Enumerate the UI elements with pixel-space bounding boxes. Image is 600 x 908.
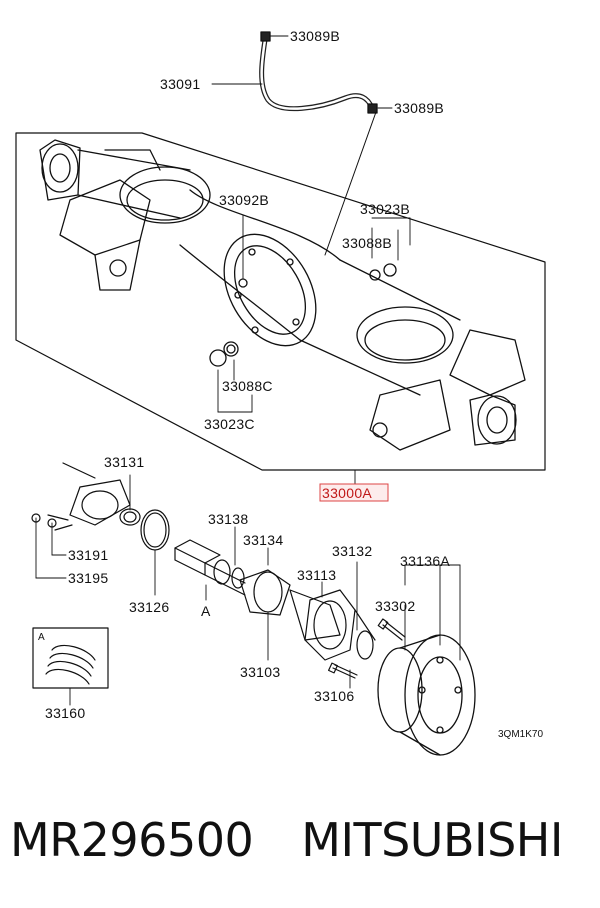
product-footer: MR296500 MITSUBISHI bbox=[0, 800, 600, 880]
part-labels: 33089B 33091 33089B 33092B 33023B 33088B… bbox=[38, 28, 543, 740]
bolts bbox=[327, 618, 406, 689]
brand-name: MITSUBISHI bbox=[301, 813, 563, 867]
label-breather-right[interactable]: 33089B bbox=[394, 100, 444, 116]
hub-flange bbox=[377, 564, 476, 756]
label-breather-top[interactable]: 33089B bbox=[290, 28, 340, 44]
label-hub-bolt[interactable]: 33106 bbox=[314, 688, 354, 704]
label-gasket-lower[interactable]: 33088C bbox=[222, 378, 273, 394]
label-bearing[interactable]: 33103 bbox=[240, 664, 280, 680]
label-plug-set-lower[interactable]: 33023C bbox=[204, 416, 255, 432]
label-vent-plug[interactable]: 33092B bbox=[219, 192, 269, 208]
breather-hose bbox=[259, 31, 378, 256]
detail-a-marker: A bbox=[201, 603, 211, 619]
label-collar[interactable]: 33134 bbox=[243, 532, 283, 548]
label-washer[interactable]: 33195 bbox=[68, 570, 108, 586]
label-o-ring[interactable]: 33126 bbox=[129, 599, 169, 615]
seal-flange bbox=[304, 561, 376, 661]
label-bolt[interactable]: 33302 bbox=[375, 598, 415, 614]
label-housing-assembly[interactable]: 33000A bbox=[322, 485, 372, 501]
diagram-code: 3QM1K70 bbox=[498, 729, 543, 740]
axle-housing bbox=[39, 139, 526, 451]
diagram-canvas: 33089B 33091 33089B 33092B 33023B 33088B… bbox=[15, 28, 546, 756]
label-nut[interactable]: 33191 bbox=[68, 547, 108, 563]
housing-assembly-highlight bbox=[319, 483, 389, 502]
label-seal[interactable]: 33113 bbox=[297, 567, 336, 583]
label-plug-set-upper[interactable]: 33023B bbox=[360, 201, 410, 217]
detail-a-box bbox=[32, 627, 109, 706]
label-retainer[interactable]: 33131 bbox=[104, 454, 144, 470]
label-bearing-inner[interactable]: 33138 bbox=[208, 511, 248, 527]
housing-frame bbox=[15, 132, 546, 471]
part-number: MR296500 bbox=[10, 813, 254, 867]
retainer-group bbox=[31, 462, 170, 596]
label-spacer[interactable]: 33132 bbox=[332, 543, 372, 559]
label-flange-set[interactable]: 33136A bbox=[400, 553, 450, 569]
label-breather-hose[interactable]: 33091 bbox=[160, 76, 200, 92]
label-shim-pack[interactable]: 33160 bbox=[45, 705, 85, 721]
axle-shaft bbox=[174, 526, 341, 661]
label-gasket-upper[interactable]: 33088B bbox=[342, 235, 392, 251]
detail-a-box-label: A bbox=[38, 632, 45, 643]
